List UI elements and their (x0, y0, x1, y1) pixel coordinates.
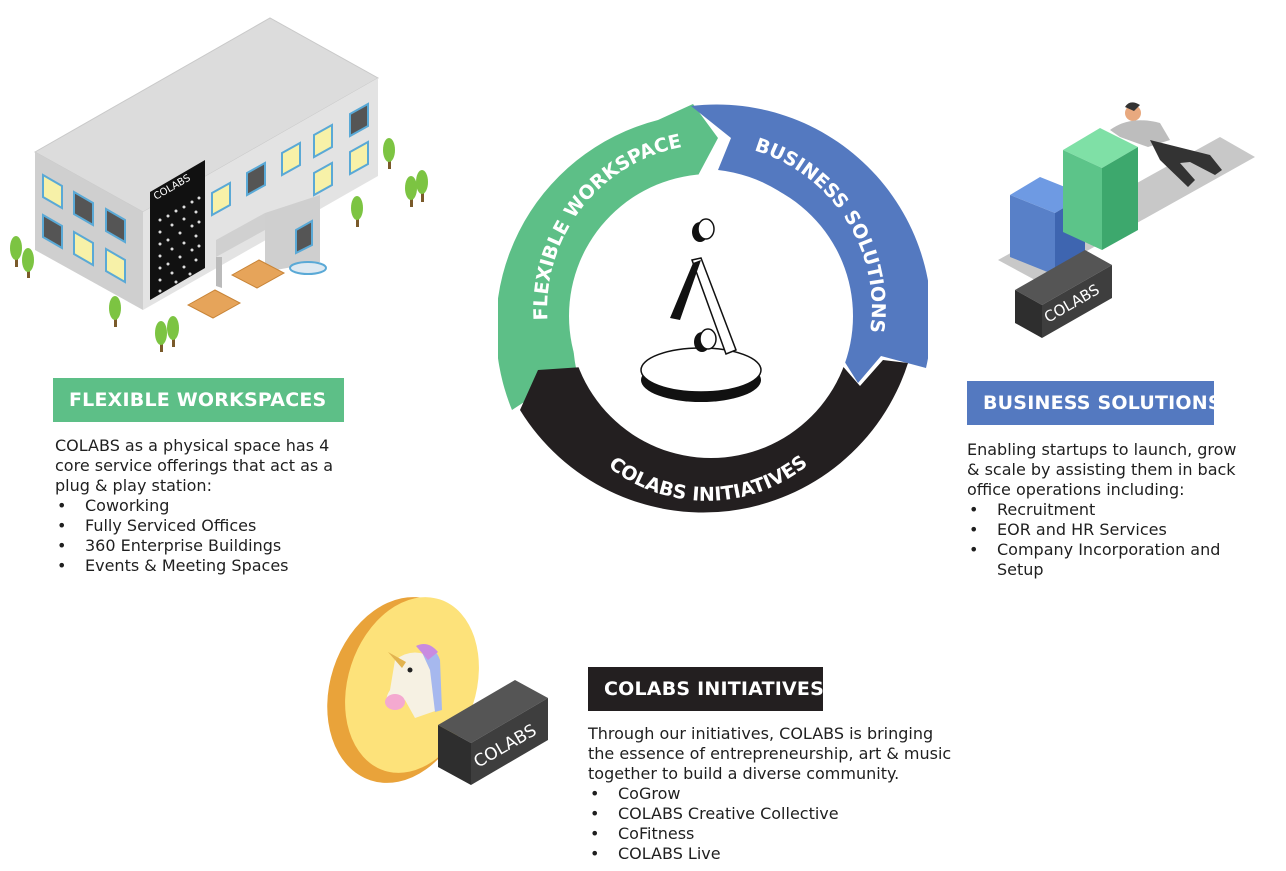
list-item: Company Incorporation and Setup (967, 540, 1252, 580)
colabs-a-logo-icon (640, 218, 762, 402)
business-solutions-description: Enabling startups to launch, grow & scal… (967, 440, 1252, 580)
building-windows (42, 102, 369, 284)
green-block-right (1102, 147, 1138, 250)
list-item: Events & Meeting Spaces (55, 556, 345, 576)
cycle-center (569, 174, 853, 458)
unicorn-coin-illustration: COLABS (327, 597, 548, 785)
unicorn-icon (385, 644, 442, 718)
colabs-block-front (471, 698, 548, 785)
colabs-block-top (438, 680, 548, 743)
colabs-block-side (438, 725, 471, 785)
person-pushing-icon (1110, 102, 1222, 187)
list-item: CoGrow (588, 784, 958, 804)
cycle-segment-flexible (498, 104, 718, 410)
colabs-initiatives-heading: COLABS INITIATIVES (588, 667, 824, 711)
cycle-segment-business (691, 104, 928, 383)
business-solutions-heading: BUSINESS SOLUTIONS (967, 381, 1222, 425)
business-intro: Enabling startups to launch, grow & scal… (967, 440, 1237, 499)
initiatives-list: CoGrow COLABS Creative Collective CoFitn… (588, 784, 958, 864)
entrance-steps (289, 261, 327, 275)
trees (10, 138, 428, 352)
green-block-top (1063, 128, 1138, 168)
flexible-workspaces-description: COLABS as a physical space has 4 core se… (55, 436, 345, 576)
list-item: COLABS Live (588, 844, 958, 864)
initiatives-intro: Through our initiatives, COLABS is bring… (588, 724, 952, 783)
picnic-tables (186, 259, 286, 319)
entrance-block (265, 195, 320, 272)
blue-block-left (1010, 195, 1055, 275)
colabs-block-top (1015, 250, 1112, 305)
pushing-blocks-illustration: COLABS (998, 102, 1255, 338)
green-block-left (1063, 150, 1102, 250)
entrance-wall (216, 257, 222, 288)
list-item: Fully Serviced Offices (55, 516, 345, 536)
list-item: COLABS Creative Collective (588, 804, 958, 824)
colabs-initiatives-description: Through our initiatives, COLABS is bring… (588, 724, 958, 864)
colabs-block-side (1015, 290, 1042, 338)
list-item: CoFitness (588, 824, 958, 844)
flexible-list: Coworking Fully Serviced Offices 360 Ent… (55, 496, 345, 576)
flexible-workspaces-heading: FLEXIBLE WORKSPACES (53, 378, 344, 422)
flexible-intro: COLABS as a physical space has 4 core se… (55, 436, 334, 495)
entrance-window (295, 219, 313, 255)
list-item: Recruitment (967, 500, 1252, 520)
sign-pattern (158, 196, 201, 293)
service-cycle-diagram: FLEXIBLE WORKSPACE BUSINESS SOLUTIONS CO… (498, 104, 928, 513)
colabs-sign-panel (150, 160, 205, 300)
office-building-illustration: COLABS (10, 17, 428, 352)
colabs-block-front (1042, 265, 1112, 338)
list-item: 360 Enterprise Buildings (55, 536, 345, 556)
list-item: EOR and HR Services (967, 520, 1252, 540)
list-item: Coworking (55, 496, 345, 516)
entrance-canopy (216, 213, 265, 257)
business-list: Recruitment EOR and HR Services Company … (967, 500, 1252, 580)
